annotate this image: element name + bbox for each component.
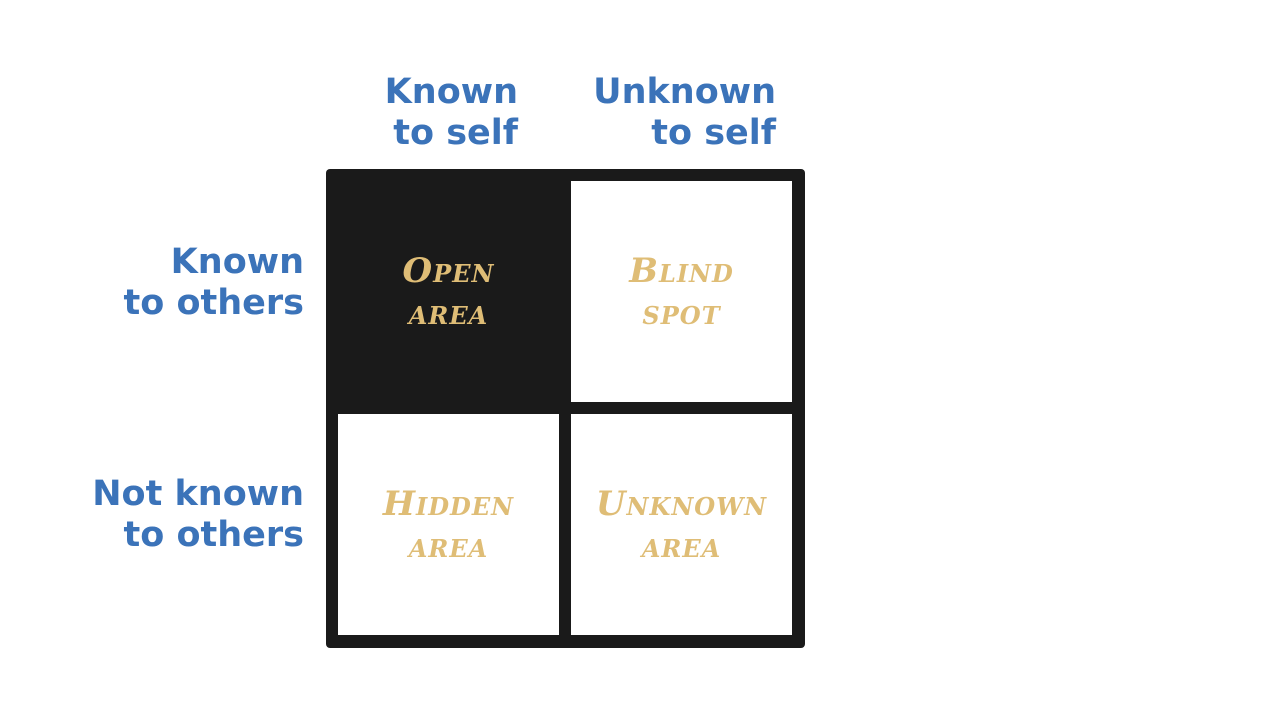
quadrant-label: Hidden area (383, 483, 514, 567)
quadrant-label: Open area (403, 250, 495, 334)
quadrant-label: Unknown area (596, 483, 767, 567)
column-header-line1: Unknown (593, 72, 776, 112)
row-header-known-to-others: Known to others (100, 242, 305, 324)
row-header-not-known-to-others: Not known to others (60, 474, 304, 556)
column-header-line2: to self (393, 113, 518, 153)
quadrant-label-line2: area (641, 525, 722, 566)
row-header-line2: to others (123, 283, 305, 323)
quadrant-hidden-area: Hidden area (338, 414, 559, 635)
quadrant-blind-spot: Blind spot (571, 181, 792, 402)
row-header-line2: to others (123, 515, 305, 555)
quadrant-label: Blind spot (629, 250, 734, 334)
quadrant-label-line2: spot (642, 292, 721, 333)
column-header-line1: Known (384, 72, 518, 112)
row-header-line1: Not known (92, 474, 304, 514)
quadrant-label-line1: Open (402, 250, 495, 291)
quadrant-label-line1: Blind (629, 250, 734, 291)
quadrant-label-line2: area (408, 525, 489, 566)
quadrant-label-line1: Hidden (382, 483, 515, 524)
column-header-line2: to self (651, 113, 776, 153)
quadrant-label-line1: Unknown (595, 483, 768, 524)
row-header-line1: Known (170, 242, 304, 282)
quadrant-label-line2: area (408, 292, 489, 333)
quadrant-open-area: Open area (338, 181, 559, 402)
johari-window-grid: Open area Blind spot Hidden area Unknown… (326, 169, 805, 648)
column-header-unknown-to-self: Unknown to self (580, 72, 776, 154)
column-header-known-to-self: Known to self (360, 72, 518, 154)
quadrant-unknown-area: Unknown area (571, 414, 792, 635)
